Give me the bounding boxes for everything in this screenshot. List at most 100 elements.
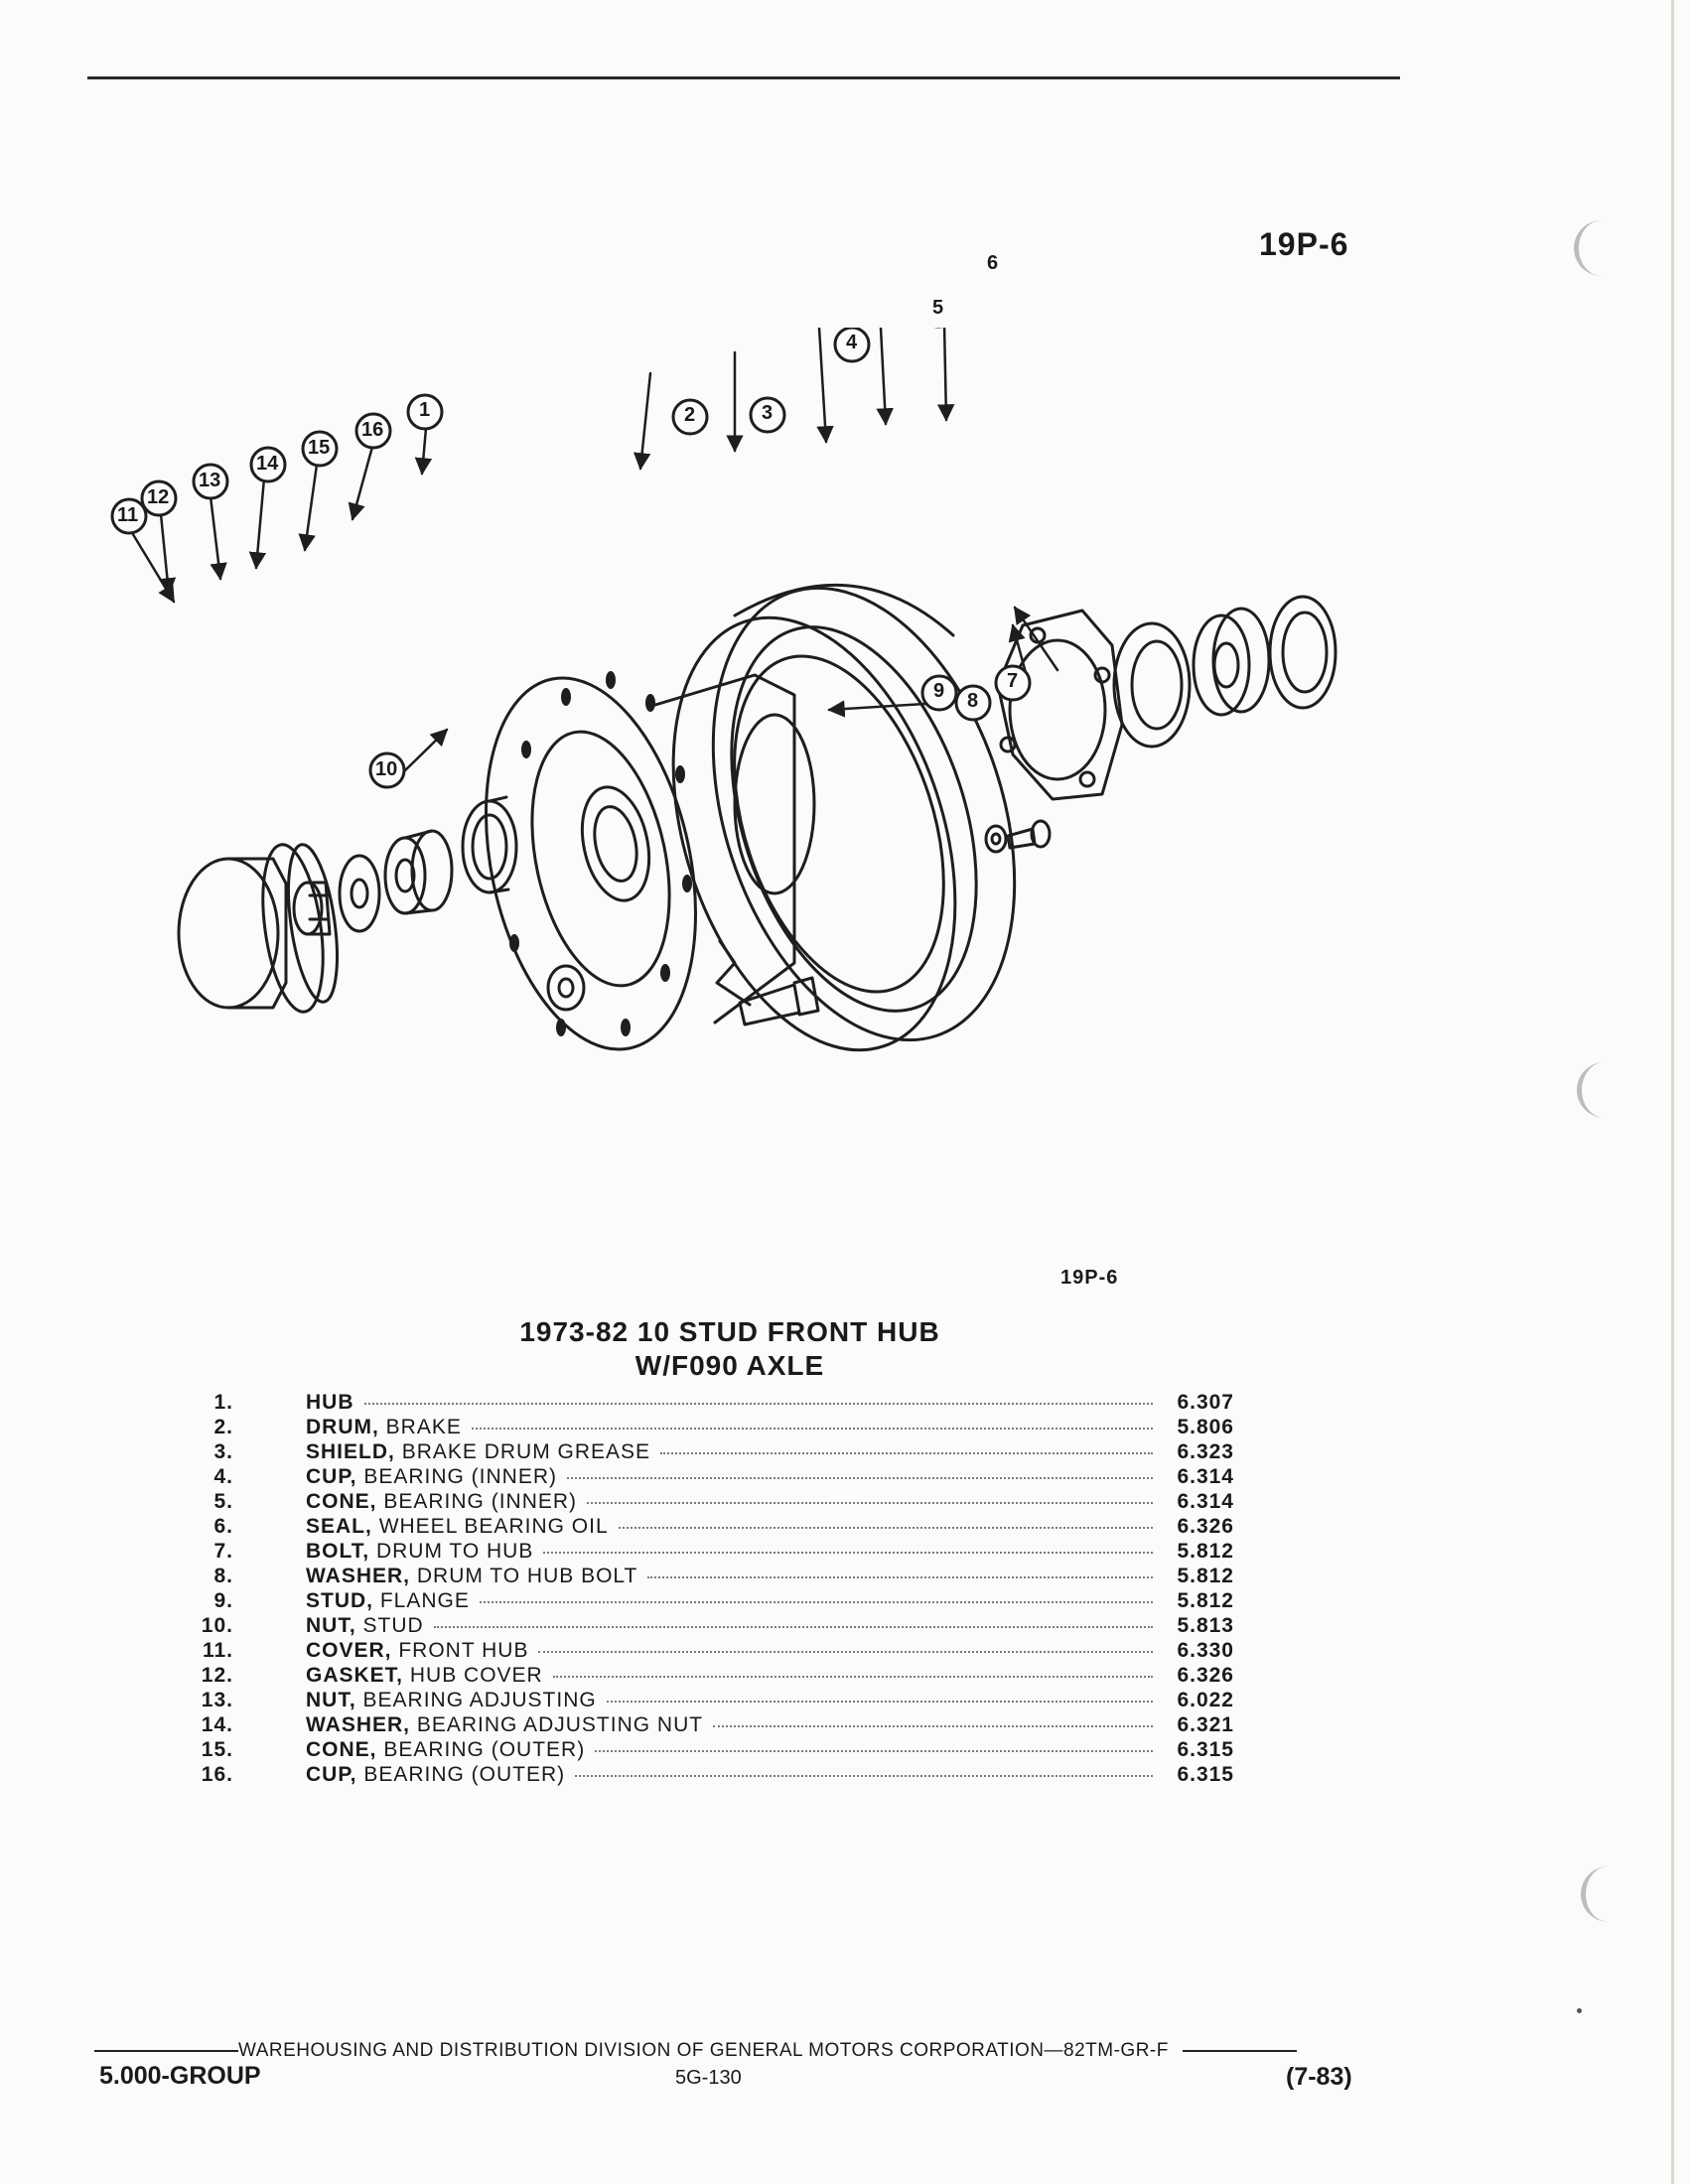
dot-leader (552, 1676, 1153, 1678)
part-detail: BEARING (INNER) (363, 1465, 557, 1488)
dot-leader (479, 1601, 1153, 1603)
footer-rule-right (1182, 2049, 1297, 2052)
part-detail: FRONT HUB (398, 1639, 529, 1662)
part-code: 6.326 (1177, 1515, 1234, 1538)
top-rule (87, 76, 1400, 79)
drum-bolt-and-washer-part (984, 819, 1052, 854)
part-name: SHIELD, (306, 1440, 395, 1463)
part-description: NUT, STUD (306, 1614, 424, 1638)
callout-9: 9 (933, 680, 945, 702)
page-code: 19P-6 (1259, 226, 1349, 262)
part-row: 5.CONE, BEARING (INNER)6.314 (194, 1490, 1246, 1515)
part-code: 5.813 (1177, 1614, 1234, 1637)
part-code: 6.307 (1177, 1391, 1234, 1414)
part-description: CONE, BEARING (INNER) (306, 1490, 577, 1514)
part-code: 5.812 (1177, 1589, 1234, 1612)
callout-6: 6 (987, 252, 999, 274)
part-row: 9. STUD, FLANGE 5.812 (194, 1589, 1246, 1614)
flange-stud-part (738, 976, 820, 1026)
part-row: 16.CUP, BEARING (OUTER)6.315 (194, 1763, 1246, 1788)
part-description: BOLT, DRUM TO HUB (306, 1540, 533, 1564)
binder-hole-mark (1577, 1062, 1608, 1118)
callout-1: 1 (419, 399, 431, 421)
part-detail: BEARING (OUTER) (363, 1763, 566, 1786)
part-code: 5.812 (1177, 1565, 1234, 1587)
part-name: CUP, (306, 1465, 357, 1488)
parts-title: 1973-82 10 STUD FRONT HUB (519, 1316, 940, 1347)
part-description: CUP, BEARING (INNER) (306, 1465, 557, 1489)
footer-rule-left (94, 2049, 238, 2052)
hub-cover-gasket-part (287, 843, 339, 1004)
bearing-adjusting-washer-part (338, 854, 381, 933)
part-detail: DRUM TO HUB (375, 1540, 534, 1563)
callout-5: 5 (932, 297, 944, 319)
stud-break-line (715, 939, 752, 1007)
dot-leader (606, 1701, 1153, 1703)
dot-leader (595, 1750, 1153, 1752)
part-description: HUB (306, 1391, 354, 1415)
footer-division: WAREHOUSING AND DISTRIBUTION DIVISION OF… (238, 2040, 1169, 2061)
part-code: 6.321 (1177, 1713, 1234, 1736)
part-description: STUD, FLANGE (306, 1589, 470, 1613)
dot-leader (543, 1552, 1153, 1554)
part-name: CUP, (306, 1763, 357, 1786)
outer-bearing-cone-part (383, 829, 454, 915)
outer-bearing-cup-part (461, 795, 518, 894)
brake-drum-grease-shield-part (996, 609, 1124, 801)
wheel-bearing-oil-seal-part (1268, 595, 1338, 710)
part-number: 14. (201, 1713, 233, 1736)
dot-leader (575, 1775, 1153, 1777)
part-number: 4. (213, 1465, 233, 1488)
part-detail: BEARING ADJUSTING NUT (416, 1713, 704, 1736)
part-description: NUT, BEARING ADJUSTING (306, 1689, 597, 1712)
bearing-adjusting-nut-part (292, 881, 332, 936)
part-name: CONE, (306, 1738, 377, 1761)
part-description: CUP, BEARING (OUTER) (306, 1763, 565, 1787)
callout-layer: 1 2 3 4 5 6 7 8 9 10 11 12 13 14 15 16 (99, 252, 1410, 1122)
part-number: 3. (213, 1440, 233, 1463)
callout-13: 13 (199, 470, 221, 491)
part-description: SHIELD, BRAKE DRUM GREASE (306, 1440, 650, 1464)
callout-12: 12 (147, 486, 170, 508)
callout-10: 10 (375, 758, 398, 780)
part-name: BOLT, (306, 1540, 370, 1563)
part-name: DRUM, (306, 1416, 379, 1438)
part-code: 5.806 (1177, 1416, 1234, 1438)
part-detail: BEARING ADJUSTING (362, 1689, 597, 1711)
footer-group: 5.000-GROUP (99, 2062, 261, 2090)
part-code: 6.022 (1177, 1689, 1234, 1711)
parts-subtitle: W/F090 AXLE (634, 1350, 825, 1381)
leader-lines (129, 328, 1059, 775)
figure-code: 19P-6 (1060, 1267, 1119, 1289)
part-number: 16. (201, 1763, 233, 1786)
part-name: NUT, (306, 1689, 356, 1711)
speck (1577, 2008, 1582, 2013)
part-code: 6.323 (1177, 1440, 1234, 1463)
part-detail: HUB COVER (409, 1664, 543, 1687)
dot-leader (538, 1651, 1153, 1653)
binder-hole-mark (1581, 1866, 1612, 1922)
part-number: 5. (213, 1490, 233, 1513)
part-name: HUB (306, 1391, 354, 1414)
binder-hole-mark (1574, 220, 1605, 276)
part-detail: DRUM TO HUB BOLT (416, 1565, 638, 1587)
part-detail: BRAKE (385, 1416, 462, 1438)
part-name: NUT, (306, 1614, 356, 1637)
dot-leader (660, 1452, 1153, 1454)
part-number: 8. (213, 1565, 233, 1587)
callout-15: 15 (308, 437, 331, 459)
footer-division-line: WAREHOUSING AND DISTRIBUTION DIVISION OF… (94, 2040, 1297, 2062)
part-description: GASKET, HUB COVER (306, 1664, 543, 1688)
part-description: WASHER, BEARING ADJUSTING NUT (306, 1713, 703, 1737)
binder-spine (1671, 0, 1674, 2184)
part-code: 6.330 (1177, 1639, 1234, 1662)
part-number: 9. (213, 1589, 233, 1612)
part-detail: STUD (362, 1614, 424, 1637)
dot-leader (713, 1725, 1153, 1727)
part-name: SEAL, (306, 1515, 372, 1538)
part-row: 1.HUB 6.307 (194, 1391, 1246, 1416)
